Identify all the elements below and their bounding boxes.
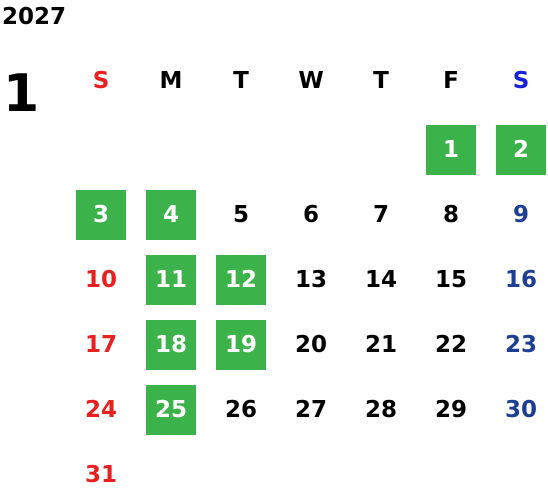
calendar-day-highlighted[interactable]: 1: [426, 125, 476, 175]
calendar-day-highlighted[interactable]: 19: [216, 320, 266, 370]
calendar-day[interactable]: 5: [232, 202, 249, 228]
calendar-day[interactable]: 26: [224, 397, 257, 423]
weekday-header: S: [92, 68, 110, 94]
calendar-day[interactable]: 21: [364, 332, 397, 358]
year-label: 2027: [2, 4, 67, 30]
calendar-day-highlighted[interactable]: 11: [146, 255, 196, 305]
weekday-header: T: [233, 68, 249, 94]
weekday-header: M: [159, 68, 183, 94]
calendar-day[interactable]: 20: [294, 332, 327, 358]
calendar-day[interactable]: 30: [504, 397, 537, 423]
weekday-header: W: [298, 68, 324, 94]
calendar-day[interactable]: 10: [84, 267, 117, 293]
calendar-day-highlighted[interactable]: 4: [146, 190, 196, 240]
calendar-day-highlighted[interactable]: 3: [76, 190, 126, 240]
calendar-day[interactable]: 6: [302, 202, 319, 228]
calendar-day[interactable]: 15: [434, 267, 467, 293]
calendar-day[interactable]: 7: [372, 202, 389, 228]
calendar-day[interactable]: 17: [84, 332, 117, 358]
calendar-day[interactable]: 29: [434, 397, 467, 423]
month-number: 1: [3, 64, 40, 124]
calendar-day[interactable]: 28: [364, 397, 397, 423]
calendar-day[interactable]: 8: [442, 202, 459, 228]
calendar-day[interactable]: 9: [512, 202, 529, 228]
calendar-day-highlighted[interactable]: 2: [496, 125, 546, 175]
calendar-day[interactable]: 22: [434, 332, 467, 358]
weekday-header: S: [512, 68, 530, 94]
calendar-day[interactable]: 31: [84, 462, 117, 488]
calendar-day-highlighted[interactable]: 25: [146, 385, 196, 435]
calendar-day[interactable]: 16: [504, 267, 537, 293]
calendar-day[interactable]: 27: [294, 397, 327, 423]
weekday-header: F: [443, 68, 459, 94]
calendar-day-highlighted[interactable]: 12: [216, 255, 266, 305]
calendar-day[interactable]: 14: [364, 267, 397, 293]
calendar-day[interactable]: 23: [504, 332, 537, 358]
calendar-day[interactable]: 13: [294, 267, 327, 293]
calendar-day-highlighted[interactable]: 18: [146, 320, 196, 370]
calendar-day[interactable]: 24: [84, 397, 117, 423]
weekday-header: T: [373, 68, 389, 94]
